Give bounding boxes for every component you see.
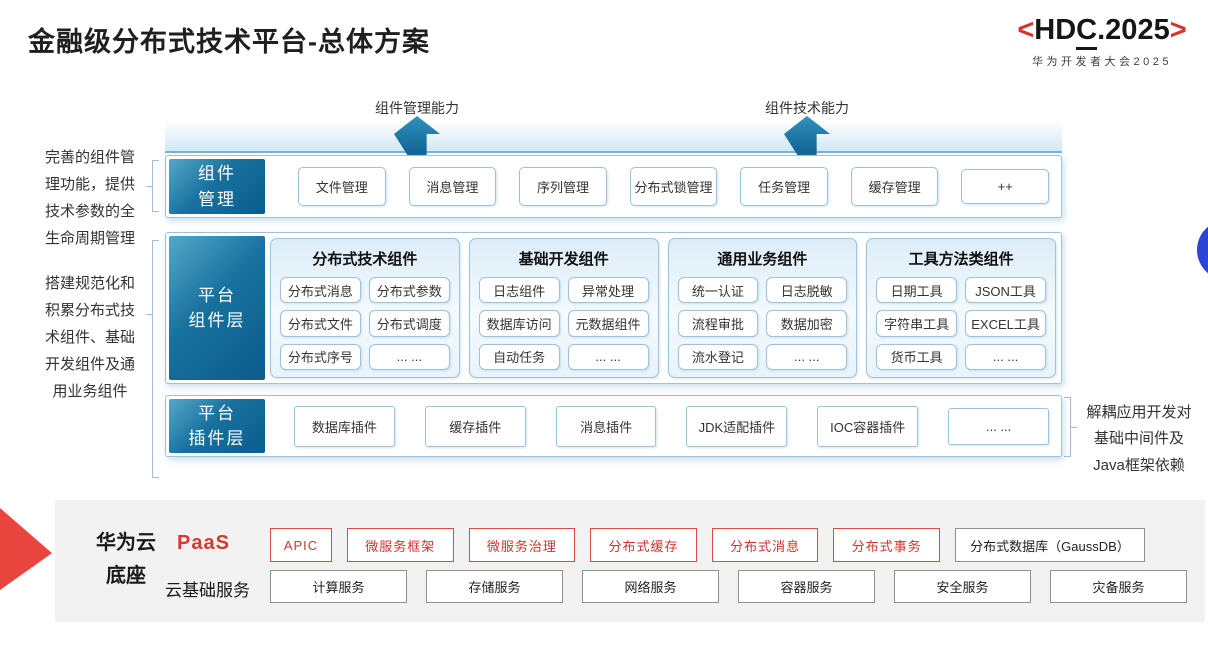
left-note-components: 搭建规范化和 积累分布式技 术组件、基础 开发组件及通 用业务组件 (44, 275, 135, 400)
paas-chip-microservice-governance: 微服务治理 (468, 528, 576, 562)
group-title: 工具方法类组件 (908, 251, 1014, 268)
group-title: 基础开发组件 (518, 251, 609, 268)
huawei-cloud-foundation: 华为云 底座 PaaS APIC 微服务框架 微服务治理 分布式缓存 分布式消息… (55, 500, 1205, 622)
cloud-chip-disaster-recovery: 灾备服务 (1050, 570, 1187, 603)
logo-left-angle-icon: < (1017, 14, 1035, 46)
cloud-chip-storage: 存储服务 (426, 570, 563, 603)
cell: 统一认证 (677, 277, 759, 304)
cell: 日期工具 (876, 277, 958, 304)
chip-jdk-adapter-plugin: JDK适配插件 (686, 405, 788, 447)
cell: 日志组件 (478, 277, 560, 304)
chip-list: 数据库插件 缓存插件 消息插件 JDK适配插件 IOC容器插件 ... ... (294, 396, 1049, 456)
layer-platform-plugins: 平台 插件层 数据库插件 缓存插件 消息插件 JDK适配插件 IOC容器插件 .… (165, 395, 1062, 457)
cell: 分布式参数 (368, 277, 450, 304)
capability-label-technology: 组件技术能力 (765, 100, 849, 116)
logo-hd: HD (1034, 14, 1077, 46)
paas-chip-distributed-cache: 分布式缓存 (590, 528, 697, 562)
group-title: 分布式技术组件 (312, 251, 418, 268)
group-grid: 日志组件 异常处理 数据库访问 元数据组件 自动任务 ... ... (478, 277, 649, 370)
cell-ellipsis: ... ... (567, 343, 649, 370)
chip-cache-management: 缓存管理 (850, 167, 939, 206)
logo-subtitle: 华为开发者大会2025 (1032, 56, 1172, 68)
chip-list: 文件管理 消息管理 序列管理 分布式锁管理 任务管理 缓存管理 ++ (298, 156, 1050, 217)
cloud-chip-compute: 计算服务 (270, 570, 407, 603)
layer-label: 平台 插件层 (169, 399, 265, 453)
cloud-chip-security: 安全服务 (894, 570, 1031, 603)
chip-message-plugin: 消息插件 (555, 405, 657, 447)
hdc-logo: < HD C .2025 > 华为开发者大会2025 (1002, 14, 1202, 69)
cell: 分布式消息 (280, 277, 361, 304)
blue-dot-decoration (1197, 220, 1208, 280)
cell-ellipsis: ... ... (766, 343, 848, 370)
logo-c-underlined: C (1076, 14, 1098, 50)
chip-ellipsis: ... ... (948, 407, 1049, 445)
right-bracket (1064, 397, 1077, 457)
chip-plus-plus: ++ (961, 169, 1050, 204)
paas-label: PaaS (177, 532, 230, 554)
cloud-chip-container: 容器服务 (738, 570, 875, 603)
layer-label: 组件 管理 (169, 159, 265, 214)
cell: 分布式调度 (368, 310, 450, 337)
chip-distributed-lock-management: 分布式锁管理 (629, 167, 718, 206)
paas-chip-apic: APIC (270, 528, 332, 562)
cell-ellipsis: ... ... (368, 343, 450, 370)
cloud-chip-network: 网络服务 (582, 570, 719, 603)
group-distributed-tech: 分布式技术组件 分布式消息 分布式参数 分布式文件 分布式调度 分布式序号 ..… (270, 238, 460, 378)
group-basic-dev: 基础开发组件 日志组件 异常处理 数据库访问 元数据组件 自动任务 ... ..… (468, 238, 659, 378)
capability-label-management: 组件管理能力 (375, 100, 459, 116)
cloud-base-label: 云基础服务 (165, 581, 250, 600)
cell: 日志脱敏 (766, 277, 848, 304)
diagram-top-glow (165, 120, 1062, 153)
paas-chip-list: APIC 微服务框架 微服务治理 分布式缓存 分布式消息 分布式事务 分布式数据… (270, 528, 1145, 562)
page-title: 金融级分布式技术平台-总体方案 (28, 27, 430, 57)
logo-year: .2025 (1097, 14, 1170, 46)
cell: 货币工具 (876, 343, 958, 370)
component-groups: 分布式技术组件 分布式消息 分布式参数 分布式文件 分布式调度 分布式序号 ..… (270, 238, 1056, 378)
cell-ellipsis: ... ... (965, 343, 1046, 370)
cell: JSON工具 (965, 277, 1046, 304)
group-utility-methods: 工具方法类组件 日期工具 JSON工具 字符串工具 EXCEL工具 货币工具 .… (866, 238, 1056, 378)
layer-platform-components: 平台 组件层 分布式技术组件 分布式消息 分布式参数 分布式文件 分布式调度 分… (165, 232, 1062, 384)
chip-cache-plugin: 缓存插件 (424, 405, 526, 447)
cell: 分布式文件 (280, 310, 361, 337)
paas-chip-microservice-framework: 微服务框架 (347, 528, 454, 562)
chip-ioc-container-plugin: IOC容器插件 (817, 405, 919, 447)
group-title: 通用业务组件 (717, 251, 808, 268)
group-grid: 分布式消息 分布式参数 分布式文件 分布式调度 分布式序号 ... ... (280, 277, 450, 370)
group-grid: 统一认证 日志脱敏 流程审批 数据加密 流水登记 ... ... (677, 277, 848, 370)
chip-sequence-management: 序列管理 (519, 167, 607, 206)
paas-chip-gaussdb: 分布式数据库（GaussDB） (954, 528, 1145, 562)
cell: 异常处理 (567, 277, 649, 304)
group-grid: 日期工具 JSON工具 字符串工具 EXCEL工具 货币工具 ... ... (876, 277, 1046, 370)
cell: 字符串工具 (876, 310, 958, 337)
cell: 数据加密 (766, 310, 848, 337)
cell: 自动任务 (478, 343, 560, 370)
cell: 元数据组件 (567, 310, 649, 337)
chip-database-plugin: 数据库插件 (294, 405, 395, 447)
cell: 数据库访问 (478, 310, 560, 337)
left-note-management: 完善的组件管 理功能，提供 技术参数的全 生命周期管理 (44, 149, 135, 247)
paas-chip-distributed-transaction: 分布式事务 (833, 528, 940, 562)
layer-label: 平台 组件层 (169, 236, 265, 380)
chip-message-management: 消息管理 (408, 167, 497, 206)
cell: 流水登记 (677, 343, 759, 370)
red-arrow-icon (0, 508, 52, 590)
chip-task-management: 任务管理 (740, 167, 828, 206)
cell: EXCEL工具 (965, 310, 1046, 337)
left-bracket (146, 240, 159, 478)
paas-chip-distributed-message: 分布式消息 (711, 528, 819, 562)
group-common-business: 通用业务组件 统一认证 日志脱敏 流程审批 数据加密 流水登记 ... ... (667, 238, 858, 378)
logo-right-angle-icon: > (1169, 14, 1187, 46)
chip-file-management: 文件管理 (298, 167, 386, 206)
cloud-chip-list: 计算服务 存储服务 网络服务 容器服务 安全服务 灾备服务 (270, 570, 1187, 603)
cell: 流程审批 (677, 310, 759, 337)
cell: 分布式序号 (280, 343, 361, 370)
hdc-logo-text: < HD C .2025 > (1002, 14, 1202, 50)
right-note-decoupling: 解耦应用开发对 基础中间件及 Java框架依赖 (1086, 404, 1192, 474)
layer-component-management: 组件 管理 文件管理 消息管理 序列管理 分布式锁管理 任务管理 缓存管理 ++ (165, 155, 1062, 218)
left-bracket (146, 160, 159, 212)
foundation-label: 华为云 底座 (96, 532, 156, 587)
